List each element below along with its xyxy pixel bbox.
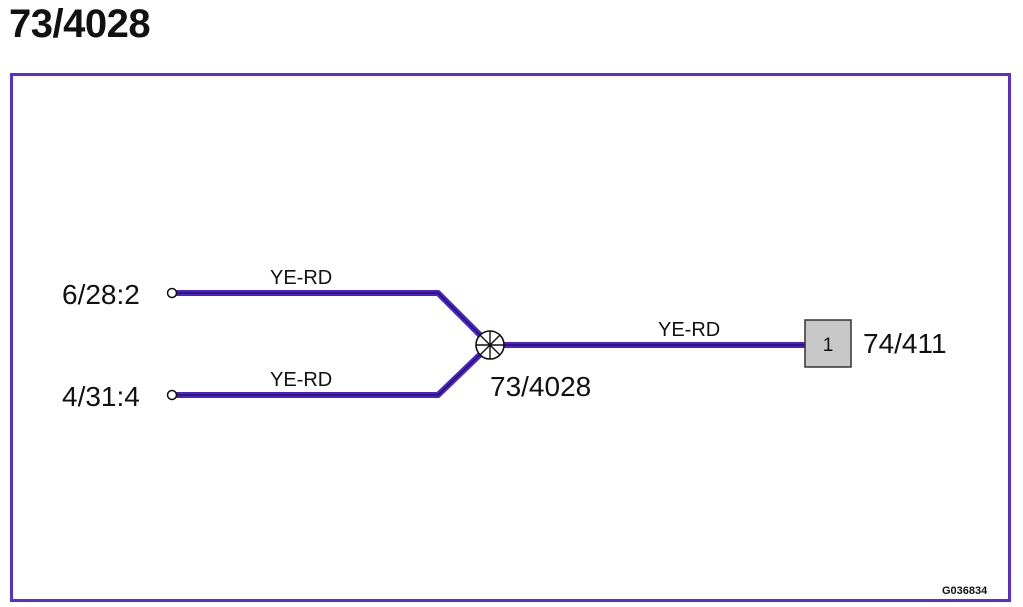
wire-upper[interactable] xyxy=(176,290,493,348)
connector-block[interactable] xyxy=(804,319,852,368)
terminal-label-upper: 6/28:2 xyxy=(62,279,140,310)
terminal-circle-lower[interactable] xyxy=(166,389,178,401)
connector-label: 74/411 xyxy=(863,328,947,359)
figure-code: G036834 xyxy=(942,585,988,597)
splice-icon[interactable] xyxy=(475,330,505,360)
splice-label: 73/4028 xyxy=(490,371,591,402)
wire-color-label-upper: YE-RD xyxy=(270,267,332,289)
terminal-label-lower: 4/31:4 xyxy=(62,381,140,412)
connector-pin-number: 1 xyxy=(823,335,834,356)
terminal-circle-upper[interactable] xyxy=(166,287,178,299)
wire-color-label-output: YE-RD xyxy=(658,319,720,341)
wire-lower[interactable] xyxy=(176,342,493,398)
wire-color-label-lower: YE-RD xyxy=(270,369,332,391)
page-title: 73/4028 xyxy=(9,2,151,46)
diagram-frame xyxy=(10,73,1011,602)
